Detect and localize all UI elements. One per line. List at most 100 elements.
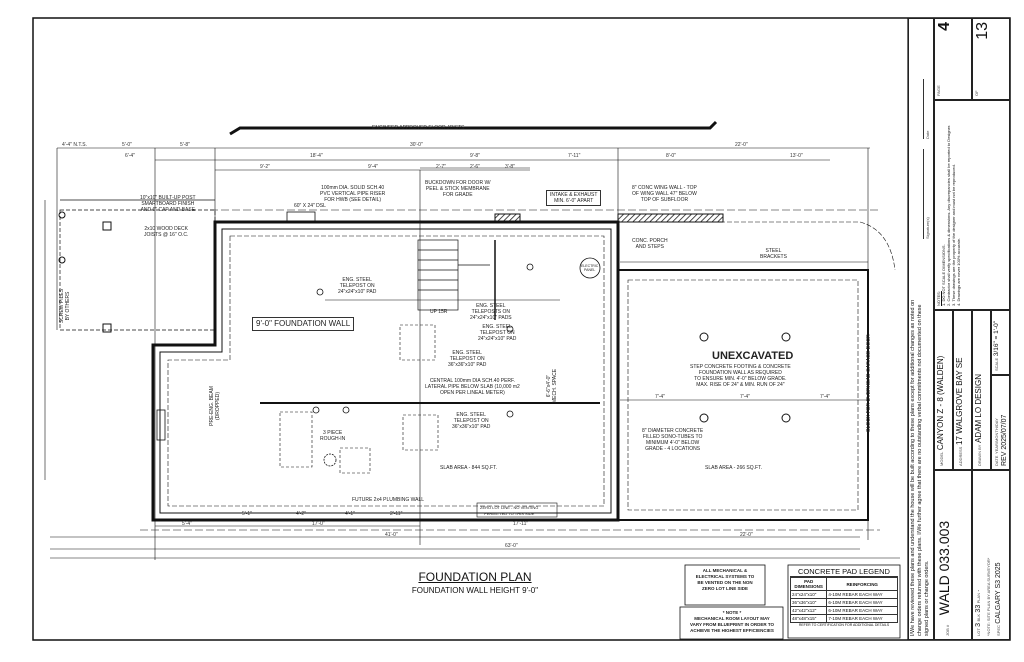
plan-label: PLAN bbox=[976, 592, 981, 604]
window-label: 60" X 24" DSL bbox=[294, 203, 326, 209]
date-format: YEAR/MONTH/DAY bbox=[994, 418, 999, 454]
dimension: 63'-0" bbox=[505, 543, 518, 549]
notes-cell: NOTES: 1. DO NOT SCALE DIMENSIONS. 2. Co… bbox=[934, 100, 1010, 310]
sono-tubes bbox=[699, 332, 791, 423]
deck-outline bbox=[59, 199, 216, 331]
dimension: 4'-1" bbox=[345, 511, 355, 517]
scale: 3/16" = 1'-0" bbox=[993, 320, 1000, 357]
dimension: 3'-8" bbox=[505, 164, 515, 170]
model: CANYON Z - 8 (WALDEN) bbox=[936, 355, 945, 451]
spec-label: SPEC bbox=[996, 625, 1001, 636]
dimension: 5'-1" bbox=[242, 511, 252, 517]
beam-label: PRE-ENG. BEAM (DROPPED) bbox=[208, 386, 221, 426]
unexcavated-title: UNEXCAVATED bbox=[712, 350, 794, 362]
central-pipe-note: CENTRAL 100mm DIA SCH.40 PERF. LATERAL P… bbox=[425, 378, 520, 396]
address-label: ADDRESS bbox=[958, 446, 963, 466]
telepost-note: ENG. STEEL TELEPOST ON 36"x36"x10" PAD bbox=[452, 412, 491, 430]
mech-space-label: 6'-6"x4'-0" MECH. SPACE bbox=[546, 368, 559, 404]
dimension: 4'-2" bbox=[296, 511, 306, 517]
pad-reinforcing: 7-10M REBAR EACH WAY bbox=[826, 614, 898, 623]
dimension: 41'-0" bbox=[385, 532, 398, 538]
wing-wall-note: 8" CONC WING WALL - TOP OF WING WALL 47"… bbox=[632, 185, 697, 203]
intake-exhaust-note: INTAKE & EXHAUST MIN. 6'-0" APART bbox=[546, 190, 602, 206]
unexcavated-wall bbox=[617, 269, 869, 521]
legend-row: 24"x24"x10"4-10M REBAR EACH WAY bbox=[789, 590, 898, 599]
legend-header: REINFORCING bbox=[826, 577, 898, 591]
electric-panel-label: ELECTRIC PANEL bbox=[581, 264, 599, 272]
pad-dimension: 48"x48"x15" bbox=[789, 614, 828, 623]
legend-row: 36"x36"x10"6-10M REBAR EACH WAY bbox=[789, 598, 898, 607]
screw-piles-note: SCREW PILES BY OTHERS bbox=[59, 288, 72, 324]
dimension: 9'-2" bbox=[260, 164, 270, 170]
address-cell: ADDRESS 17 WALGROVE BAY SE bbox=[953, 310, 972, 470]
notes-text: 1. DO NOT SCALE DIMENSIONS. 2. Contracto… bbox=[941, 124, 961, 306]
dimension: 7'-4" bbox=[820, 394, 830, 400]
up-stairs-label: UP 15R bbox=[430, 309, 448, 315]
signature-label: Signature(s) bbox=[923, 149, 931, 239]
dimension: 7'-4" bbox=[740, 394, 750, 400]
address: 17 WALGROVE BAY SE bbox=[955, 357, 964, 445]
page-cell: PAGE 4 bbox=[934, 18, 972, 100]
legend-footer: REFER TO CERTIFICATION FOR ADDITIONAL DE… bbox=[798, 623, 890, 627]
screw-pile bbox=[58, 256, 66, 264]
dimension: 17'-0" bbox=[312, 521, 325, 527]
window bbox=[286, 211, 316, 223]
sono-tubes-note: 8" DIAMETER CONCRETE FILLED SONO-TUBES T… bbox=[642, 428, 704, 452]
job-label: JOB # bbox=[945, 624, 950, 636]
dimension: 22'-0" bbox=[735, 142, 748, 148]
disclaimer-row: I/We have reviewed these plans and under… bbox=[908, 18, 934, 640]
pipe-riser-note: 100mm DIA. SOLID SCH.40 PVC VERTICAL PIP… bbox=[320, 185, 386, 203]
model-label: MODEL bbox=[939, 451, 944, 466]
pad-reinforcing: 6-10M REBAR EACH WAY bbox=[826, 598, 898, 607]
drawn-by-label: DRAWN BY bbox=[977, 444, 982, 466]
plan-value: - bbox=[976, 589, 982, 592]
drawn-by: ADAM LO DESIGN bbox=[974, 374, 983, 443]
dimension: 18'-4" bbox=[310, 153, 323, 159]
dimension: 8'-0" bbox=[666, 153, 676, 159]
steel-brackets-note: STEEL BRACKETS bbox=[760, 248, 787, 260]
dimension: 5'-0" bbox=[122, 142, 132, 148]
garage-door-note: BLOCK FOR OVERHEAD GARAGE DOOR bbox=[865, 334, 872, 432]
stairs bbox=[417, 239, 490, 311]
dimension: 7'-4" bbox=[655, 394, 665, 400]
lot: 3 bbox=[975, 622, 982, 627]
dimension: 7'-11" bbox=[568, 153, 581, 159]
wing-wall bbox=[617, 213, 724, 223]
plan-subtitle: FOUNDATION WALL HEIGHT 9'-0" bbox=[411, 586, 539, 595]
porch-note: CONC. PORCH AND STEPS bbox=[632, 238, 668, 250]
built-up-post-note: 10"x10" BUILT-UP POST SMARTBOARD FINISH … bbox=[140, 195, 196, 213]
dimension: 30'-0" bbox=[410, 142, 423, 148]
wood-deck-note: 2x10 WOOD DECK JOISTS @ 16" O.C. bbox=[144, 226, 189, 238]
legend-header: PAD DIMENSIONS bbox=[789, 577, 828, 591]
three-piece-rough-in: 3 PIECE ROUGH-IN bbox=[320, 430, 346, 442]
dimension: 9'-8" bbox=[470, 153, 480, 159]
pad-dimension: 42"x42"x12" bbox=[789, 606, 828, 615]
mechanical-room-note: * NOTE * MECHANICAL ROOM LAYOUT MAY VARY… bbox=[689, 610, 775, 633]
plan-title: FOUNDATION PLAN bbox=[418, 570, 532, 584]
blk-label: BLK bbox=[976, 613, 981, 622]
dimension: 17'-11" bbox=[513, 521, 529, 527]
pad-dimension: 24"x24"x10" bbox=[789, 590, 828, 599]
revision-date: REV 2025/07/07 bbox=[1001, 414, 1008, 466]
dimension: 9'-4" bbox=[368, 164, 378, 170]
teleposts bbox=[312, 263, 534, 418]
model-cell: MODEL CANYON Z - 8 (WALDEN) bbox=[934, 310, 953, 470]
pad-reinforcing: 6-10M REBAR EACH WAY bbox=[826, 606, 898, 615]
mechanical-note: ALL MECHANICAL & ELECTRICAL SYSTEMS TO B… bbox=[695, 568, 755, 591]
scale-cell: SCALE 3/16" = 1'-0" bbox=[991, 310, 1010, 375]
dimension: 6'-4" bbox=[125, 153, 135, 159]
post bbox=[102, 323, 112, 333]
title-block: I/We have reviewed these plans and under… bbox=[908, 18, 1010, 640]
dimension: 22'-0" bbox=[740, 532, 753, 538]
legend-title: CONCRETE PAD LEGEND bbox=[790, 567, 898, 577]
dimension: 2'-7" bbox=[436, 164, 446, 170]
disclaimer-text: I/We have reviewed these plans and under… bbox=[910, 299, 930, 636]
dimension: 5'-4" bbox=[182, 521, 192, 527]
post bbox=[102, 221, 112, 231]
lot-cell: LOT 3 BLK 33 PLAN - *NOTE: SITE PLAN BY … bbox=[972, 470, 1010, 640]
dimension: 4'-4" N.T.S. bbox=[62, 142, 87, 148]
telepost-note: ENG. STEEL TELEPOST ON 36"x36"x10" PAD bbox=[448, 350, 487, 368]
buckdown-note: BUCKDOWN FOR DOOR W/ PEEL & STICK MEMBRA… bbox=[425, 180, 491, 198]
